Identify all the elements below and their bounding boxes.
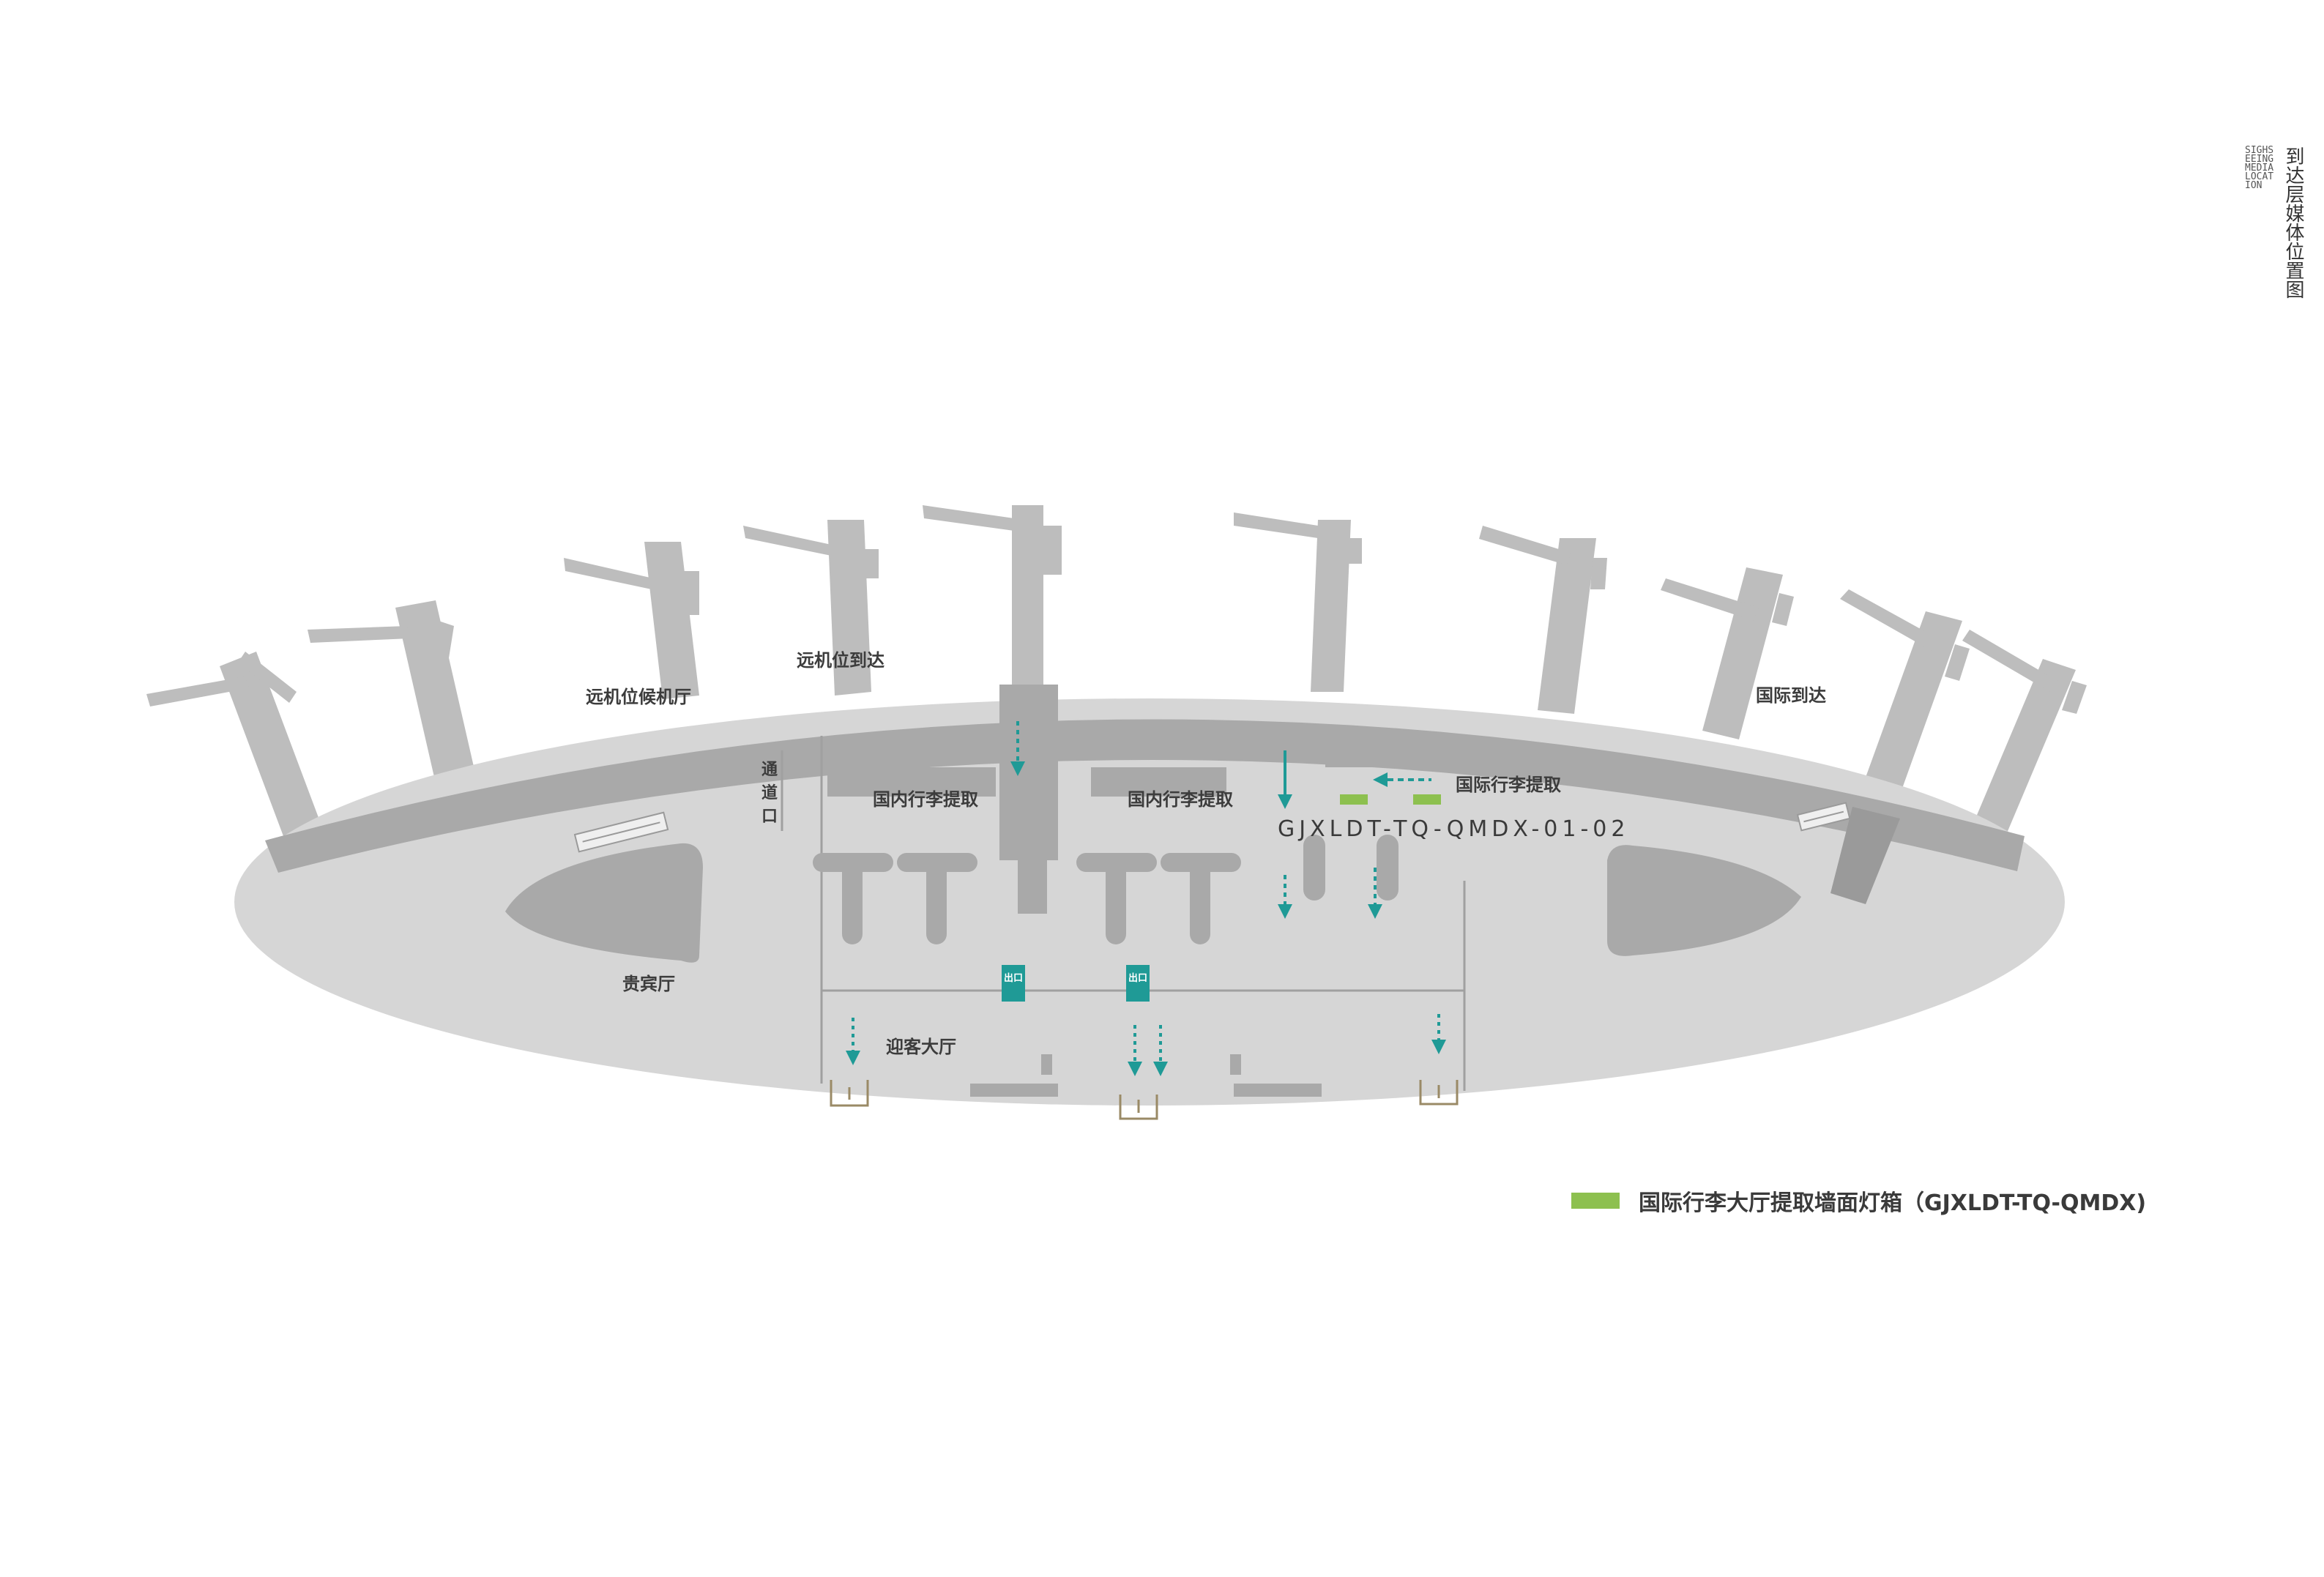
exit-sign-2-label: 出口 [1128, 972, 1147, 984]
page-title: 到达层媒体位置图 SIGHSEEING MEDIA LOCATION [2238, 145, 2304, 322]
jet-bridge-10 [1962, 630, 2087, 835]
exit-doors [830, 1080, 1459, 1120]
exit-sign-1: 出口 [1002, 965, 1025, 1002]
label-international-arrival: 国际到达 [1756, 685, 1826, 706]
page-title-cn: 到达层媒体位置图 [2282, 146, 2304, 299]
arrow-down-1 [1010, 721, 1025, 776]
jet-bridge-1 [146, 652, 322, 842]
flow-arrows [846, 721, 1446, 1076]
carousel-4 [1161, 853, 1241, 944]
jet-bridge-2 [308, 600, 476, 783]
door-3 [1419, 1080, 1459, 1106]
arrow-down-3 [1278, 875, 1292, 919]
media-code-label: GJXLDT-TQ-QMDX-01-02 [1278, 816, 1629, 842]
jet-bridges [146, 505, 2087, 842]
baggage-carousels [813, 835, 1399, 944]
carousel-1 [813, 853, 893, 944]
jet-bridge-5 [923, 505, 1062, 685]
media-lightbox-2 [1413, 794, 1441, 805]
central-structures [827, 685, 1431, 1097]
legend: 国际行李大厅提取墙面灯箱（GJXLDT-TQ-QMDX) [1571, 1185, 2146, 1217]
label-remote-waiting-hall: 远机位候机厅 [586, 687, 691, 707]
jet-bridge-4 [743, 520, 879, 696]
label-vip-hall: 贵宾厅 [622, 974, 675, 994]
door-2 [1119, 1095, 1158, 1120]
left-escalator [573, 811, 669, 853]
arrow-down-5 [846, 1018, 860, 1065]
exit-sign-2: 出口 [1126, 965, 1150, 1002]
legend-label: 国际行李大厅提取墙面灯箱（GJXLDT-TQ-QMDX) [1639, 1190, 2147, 1216]
exit-sign-1-label: 出口 [1004, 972, 1023, 984]
media-lightbox-1 [1340, 794, 1368, 805]
carousel-2 [897, 853, 977, 944]
arrow-down-4 [1368, 868, 1382, 919]
carousel-3 [1076, 853, 1157, 944]
carousel-5 [1303, 835, 1325, 901]
right-core [1607, 845, 1801, 956]
label-passage-3: 口 [761, 808, 778, 826]
jet-bridge-7 [1479, 526, 1607, 714]
label-domestic-baggage-1: 国内行李提取 [873, 789, 978, 810]
arrow-down-8 [1431, 1014, 1446, 1054]
jet-bridge-8 [1661, 567, 1794, 739]
curved-corridor [265, 719, 2025, 873]
door-1 [830, 1080, 869, 1107]
arrow-left-1 [1373, 772, 1431, 787]
right-escalator [1796, 802, 1851, 832]
jet-bridge-3 [564, 542, 699, 699]
page-title-en: SIGHSEEING MEDIA LOCATION [2245, 145, 2274, 191]
label-international-baggage: 国际行李提取 [1456, 775, 1561, 795]
arrow-down-2 [1278, 750, 1292, 809]
label-remote-arrival: 远机位到达 [797, 650, 884, 671]
arrow-down-7 [1153, 1025, 1168, 1076]
label-domestic-baggage-2: 国内行李提取 [1128, 789, 1233, 810]
label-passage-2: 道 [761, 783, 778, 802]
legend-swatch [1571, 1193, 1620, 1209]
jet-bridge-9 [1840, 589, 1970, 794]
terminal-floor [234, 698, 2065, 1106]
jet-bridge-6 [1234, 512, 1362, 692]
left-core [505, 843, 703, 963]
arrow-down-6 [1128, 1025, 1142, 1076]
label-passage-1: 通 [761, 761, 778, 779]
right-stair-block [1830, 807, 1900, 904]
label-greeting-hall: 迎客大厅 [886, 1037, 956, 1057]
carousel-6 [1377, 835, 1399, 901]
